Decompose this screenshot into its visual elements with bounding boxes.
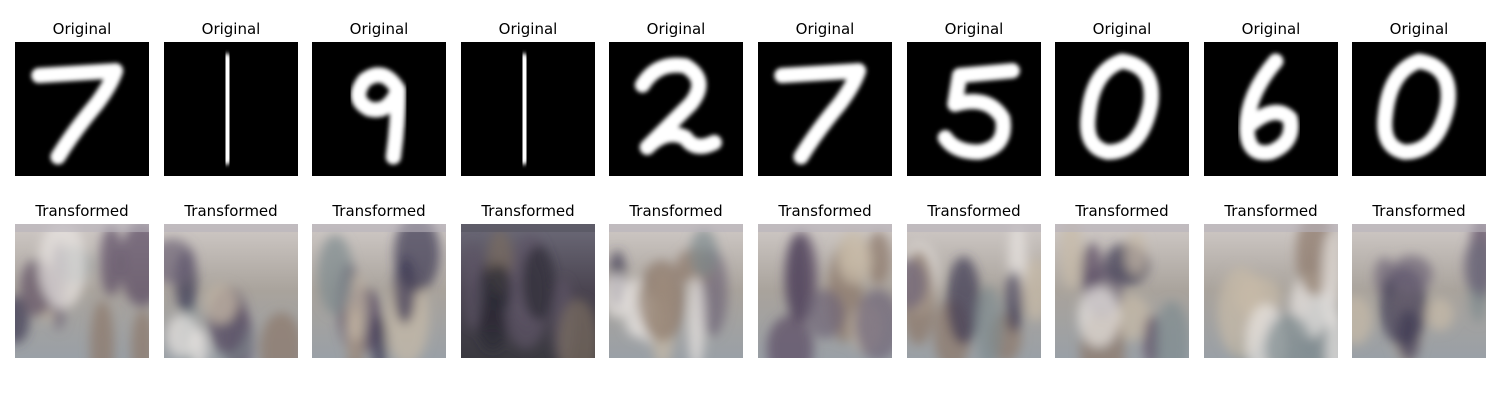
digit-image <box>312 42 446 176</box>
digit-image <box>461 42 595 176</box>
transformed-title-7: Transformed <box>927 202 1021 220</box>
original-title-5: Original <box>646 20 706 38</box>
transformed-title-1: Transformed <box>35 202 129 220</box>
digit-image <box>758 42 892 176</box>
digit-stroke <box>1239 53 1299 161</box>
transformed-title-9: Transformed <box>1224 202 1318 220</box>
transformed-title-4: Transformed <box>481 202 575 220</box>
transformed-texture <box>758 224 892 358</box>
transformed-texture <box>1204 224 1338 358</box>
transformed-image-4 <box>461 224 595 358</box>
transformed-image-5 <box>609 224 743 358</box>
digit-stroke <box>515 53 534 165</box>
transformed-title-3: Transformed <box>332 202 426 220</box>
original-title-3: Original <box>349 20 409 38</box>
original-image-7 <box>907 42 1041 176</box>
digit-stroke <box>31 63 124 165</box>
transformed-image-2 <box>164 224 298 358</box>
original-image-3 <box>312 42 446 176</box>
digit-stroke <box>634 57 722 155</box>
transformed-image-9 <box>1204 224 1338 358</box>
original-image-2 <box>164 42 298 176</box>
transformed-title-6: Transformed <box>778 202 872 220</box>
digit-image <box>164 42 298 176</box>
transformed-image-7 <box>907 224 1041 358</box>
original-title-1: Original <box>52 20 112 38</box>
digit-stroke <box>937 63 1020 160</box>
transformed-texture <box>1055 224 1189 358</box>
original-image-6 <box>758 42 892 176</box>
original-title-6: Original <box>795 20 855 38</box>
original-image-8 <box>1055 42 1189 176</box>
digit-stroke <box>774 63 867 165</box>
digit-stroke <box>218 53 237 165</box>
transformed-texture <box>312 224 446 358</box>
transformed-texture <box>907 224 1041 358</box>
original-image-5 <box>609 42 743 176</box>
transformed-texture <box>609 224 743 358</box>
original-title-7: Original <box>944 20 1004 38</box>
transformed-texture <box>15 224 149 358</box>
original-title-10: Original <box>1389 20 1449 38</box>
transformed-image-10 <box>1352 224 1486 358</box>
digit-image <box>1204 42 1338 176</box>
original-image-1 <box>15 42 149 176</box>
original-title-2: Original <box>201 20 261 38</box>
transformed-title-10: Transformed <box>1372 202 1466 220</box>
digit-stroke <box>350 67 406 165</box>
transformed-texture <box>461 224 595 358</box>
original-image-4 <box>461 42 595 176</box>
transformed-image-3 <box>312 224 446 358</box>
digit-stroke <box>1377 53 1456 160</box>
original-image-10 <box>1352 42 1486 176</box>
digit-image <box>907 42 1041 176</box>
digit-image <box>1055 42 1189 176</box>
transformed-title-2: Transformed <box>184 202 278 220</box>
digit-image <box>609 42 743 176</box>
transformed-texture <box>164 224 298 358</box>
digit-image <box>15 42 149 176</box>
digit-stroke <box>1080 53 1159 160</box>
transformed-title-8: Transformed <box>1075 202 1169 220</box>
transformed-image-6 <box>758 224 892 358</box>
transformed-image-1 <box>15 224 149 358</box>
original-image-9 <box>1204 42 1338 176</box>
transformed-texture <box>1352 224 1486 358</box>
original-title-9: Original <box>1241 20 1301 38</box>
original-title-4: Original <box>498 20 558 38</box>
transformed-title-5: Transformed <box>629 202 723 220</box>
original-title-8: Original <box>1092 20 1152 38</box>
digit-image <box>1352 42 1486 176</box>
transformed-image-8 <box>1055 224 1189 358</box>
